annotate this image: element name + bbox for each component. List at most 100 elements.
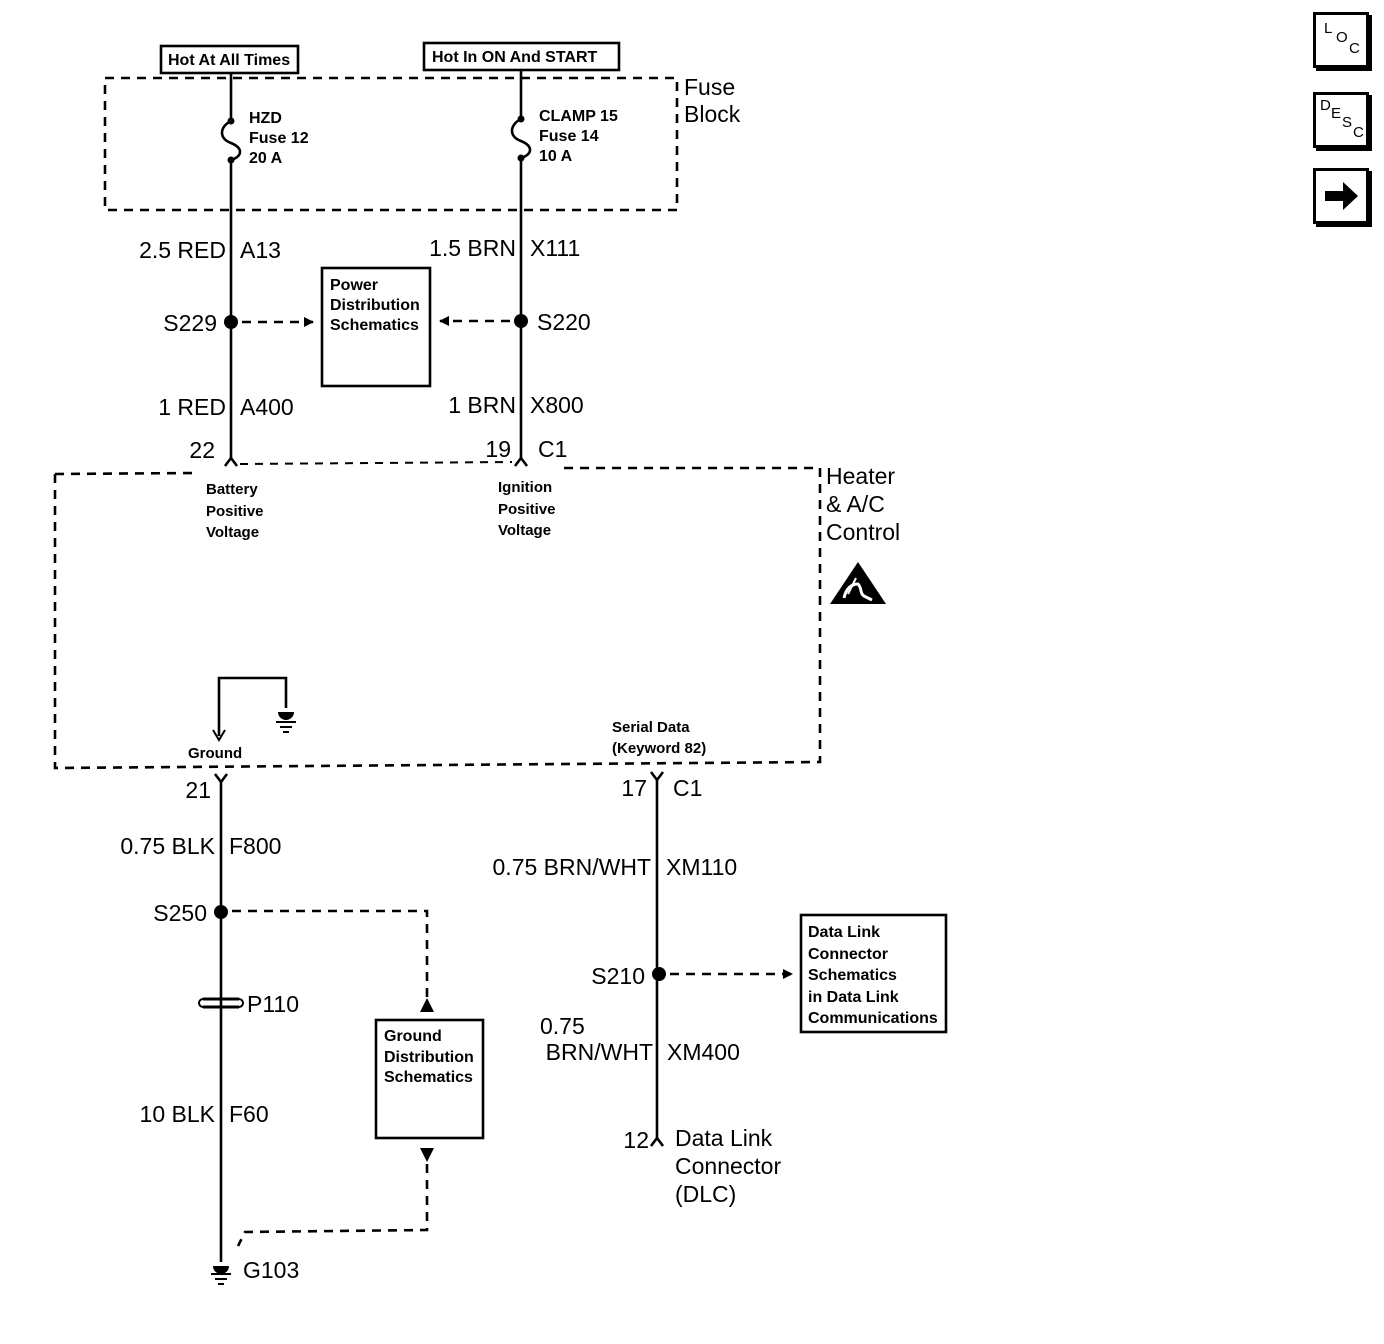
- pin-17-label: 17: [621, 775, 647, 801]
- power-dist-line-3: Schematics: [330, 317, 419, 334]
- location-button[interactable]: L O C: [1313, 12, 1369, 68]
- wire-f800-size: 0.75 BLK: [120, 833, 215, 859]
- wire-a13-size: 2.5 RED: [139, 237, 226, 263]
- pin-19-label: 19: [485, 436, 511, 462]
- pin-12-label: 12: [623, 1127, 649, 1153]
- dlc-box-line-5: Communications: [808, 1010, 938, 1027]
- right-arrow-icon: [1325, 182, 1358, 210]
- desc-char-d: D: [1320, 97, 1331, 114]
- fuse-14-name: CLAMP 15: [539, 108, 618, 125]
- splice-s250: [214, 905, 228, 919]
- dlc-label-1: Data Link: [675, 1125, 773, 1151]
- desc-char-c: C: [1353, 124, 1364, 141]
- fuse-14-terminal-top: [517, 115, 525, 123]
- wire-f800-circuit: F800: [229, 833, 281, 859]
- pin-22-label: 22: [189, 437, 215, 463]
- dlc-box-line-2: Connector: [808, 946, 888, 963]
- dlc-box-line-1: Data Link: [808, 924, 880, 941]
- splice-s250-label: S250: [153, 900, 207, 926]
- splice-s229-label: S229: [163, 310, 217, 336]
- g103-ground-icon: [211, 1266, 231, 1285]
- wire-a400-circuit: A400: [240, 394, 294, 420]
- ground-g103-label: G103: [243, 1257, 299, 1283]
- fuse-12-terminal-top: [227, 117, 235, 125]
- fuse-14-rating: 10 A: [539, 148, 573, 165]
- power-dist-line-1: Power: [330, 277, 378, 294]
- fuse-block-label-2: Block: [684, 101, 741, 127]
- splice-s210: [652, 967, 666, 981]
- wire-xm110-size: 0.75 BRN/WHT: [493, 854, 651, 880]
- description-button[interactable]: D E S C: [1313, 92, 1369, 148]
- module-label-1: Heater: [826, 463, 895, 489]
- fuse-12-name: HZD: [249, 110, 282, 127]
- pin-21-connector: [213, 773, 229, 785]
- serial-data-label-2: (Keyword 82): [612, 740, 706, 757]
- power-distribution-box[interactable]: [320, 266, 432, 388]
- dlc-box-line-4: in Data Link: [808, 989, 899, 1006]
- fuse-12-rating: 20 A: [249, 150, 283, 167]
- connector-p110-symbol: [198, 997, 244, 1009]
- ground-dist-arrow-up: [420, 998, 434, 1012]
- loc-char-l: L: [1324, 20, 1333, 37]
- next-button[interactable]: [1313, 168, 1369, 224]
- fuse-12-symbol: [220, 119, 242, 162]
- wire-x800-size: 1 BRN: [448, 392, 516, 418]
- pin-21-label: 21: [185, 777, 211, 803]
- wire-f60-size: 10 BLK: [140, 1101, 216, 1127]
- module-frame: [53, 466, 822, 770]
- ignition-voltage-label-2: Positive: [498, 501, 556, 518]
- fuse-14-symbol: [510, 117, 532, 160]
- pin-17-connector: [649, 771, 665, 783]
- pin-12-connector: [649, 1135, 665, 1147]
- wire-x800-circuit: X800: [530, 392, 584, 418]
- wire-x111-size: 1.5 BRN: [429, 235, 516, 261]
- wire-a13-circuit: A13: [240, 237, 281, 263]
- module-label-3: Control: [826, 519, 900, 545]
- pin-22-connector: [223, 455, 239, 467]
- ignition-voltage-label-3: Voltage: [498, 522, 551, 539]
- loc-char-c: C: [1349, 40, 1360, 57]
- wire-a400-size: 1 RED: [158, 394, 226, 420]
- internal-ground-wire: [217, 676, 288, 736]
- ground-dist-arrow-down: [420, 1148, 434, 1162]
- hot-at-all-times-box: [159, 44, 300, 75]
- internal-ground-arrow: [212, 729, 226, 742]
- wire-xm400-circuit: XM400: [667, 1039, 740, 1065]
- connector-c1-bottom-label: C1: [673, 775, 702, 801]
- connector-p110-label: P110: [247, 991, 299, 1017]
- module-frame-top-left: [54, 471, 197, 476]
- connector-c1-top-label: C1: [538, 436, 567, 462]
- wire-f60-circuit: F60: [229, 1101, 269, 1127]
- splice-s210-label: S210: [591, 963, 645, 989]
- power-dist-line-2: Distribution: [330, 297, 420, 314]
- s250-to-ground-dist-line: [232, 909, 429, 1000]
- internal-chassis-ground-icon: [276, 712, 296, 733]
- desc-char-e: E: [1331, 105, 1342, 122]
- ground-dist-line-2: Distribution: [384, 1049, 474, 1066]
- loc-char-o: O: [1336, 29, 1348, 46]
- ground-dist-line-1: Ground: [384, 1028, 442, 1045]
- wire-xm400-size-1: 0.75: [540, 1013, 585, 1039]
- dlc-box-line-3: Schematics: [808, 967, 897, 984]
- ground-dist-line-3: Schematics: [384, 1069, 473, 1086]
- module-label-2: & A/C: [826, 491, 885, 517]
- dlc-schematics-box[interactable]: [799, 913, 948, 1034]
- ground-distribution-box[interactable]: [374, 1018, 485, 1140]
- battery-voltage-label-2: Positive: [206, 503, 264, 520]
- fuse-12-number: Fuse 12: [249, 130, 309, 147]
- esd-warning-icon: [830, 562, 886, 604]
- hot-in-on-start-label: Hot In ON And START: [432, 49, 598, 66]
- serial-data-label-1: Serial Data: [612, 719, 690, 736]
- fuse-block-label-1: Fuse: [684, 74, 735, 100]
- wire-xm400-size-2: BRN/WHT: [546, 1039, 653, 1065]
- module-frame-top-mid: [239, 461, 513, 465]
- wire-xm110-circuit: XM110: [666, 854, 737, 880]
- splice-s220: [514, 314, 528, 328]
- g103-to-ground-dist-line: [236, 1164, 429, 1247]
- battery-voltage-label-3: Voltage: [206, 524, 259, 541]
- dlc-label-2: Connector: [675, 1153, 781, 1179]
- splice-s220-label: S220: [537, 309, 591, 335]
- hot-at-all-times-label: Hot At All Times: [168, 52, 290, 69]
- battery-voltage-label-1: Battery: [206, 481, 258, 498]
